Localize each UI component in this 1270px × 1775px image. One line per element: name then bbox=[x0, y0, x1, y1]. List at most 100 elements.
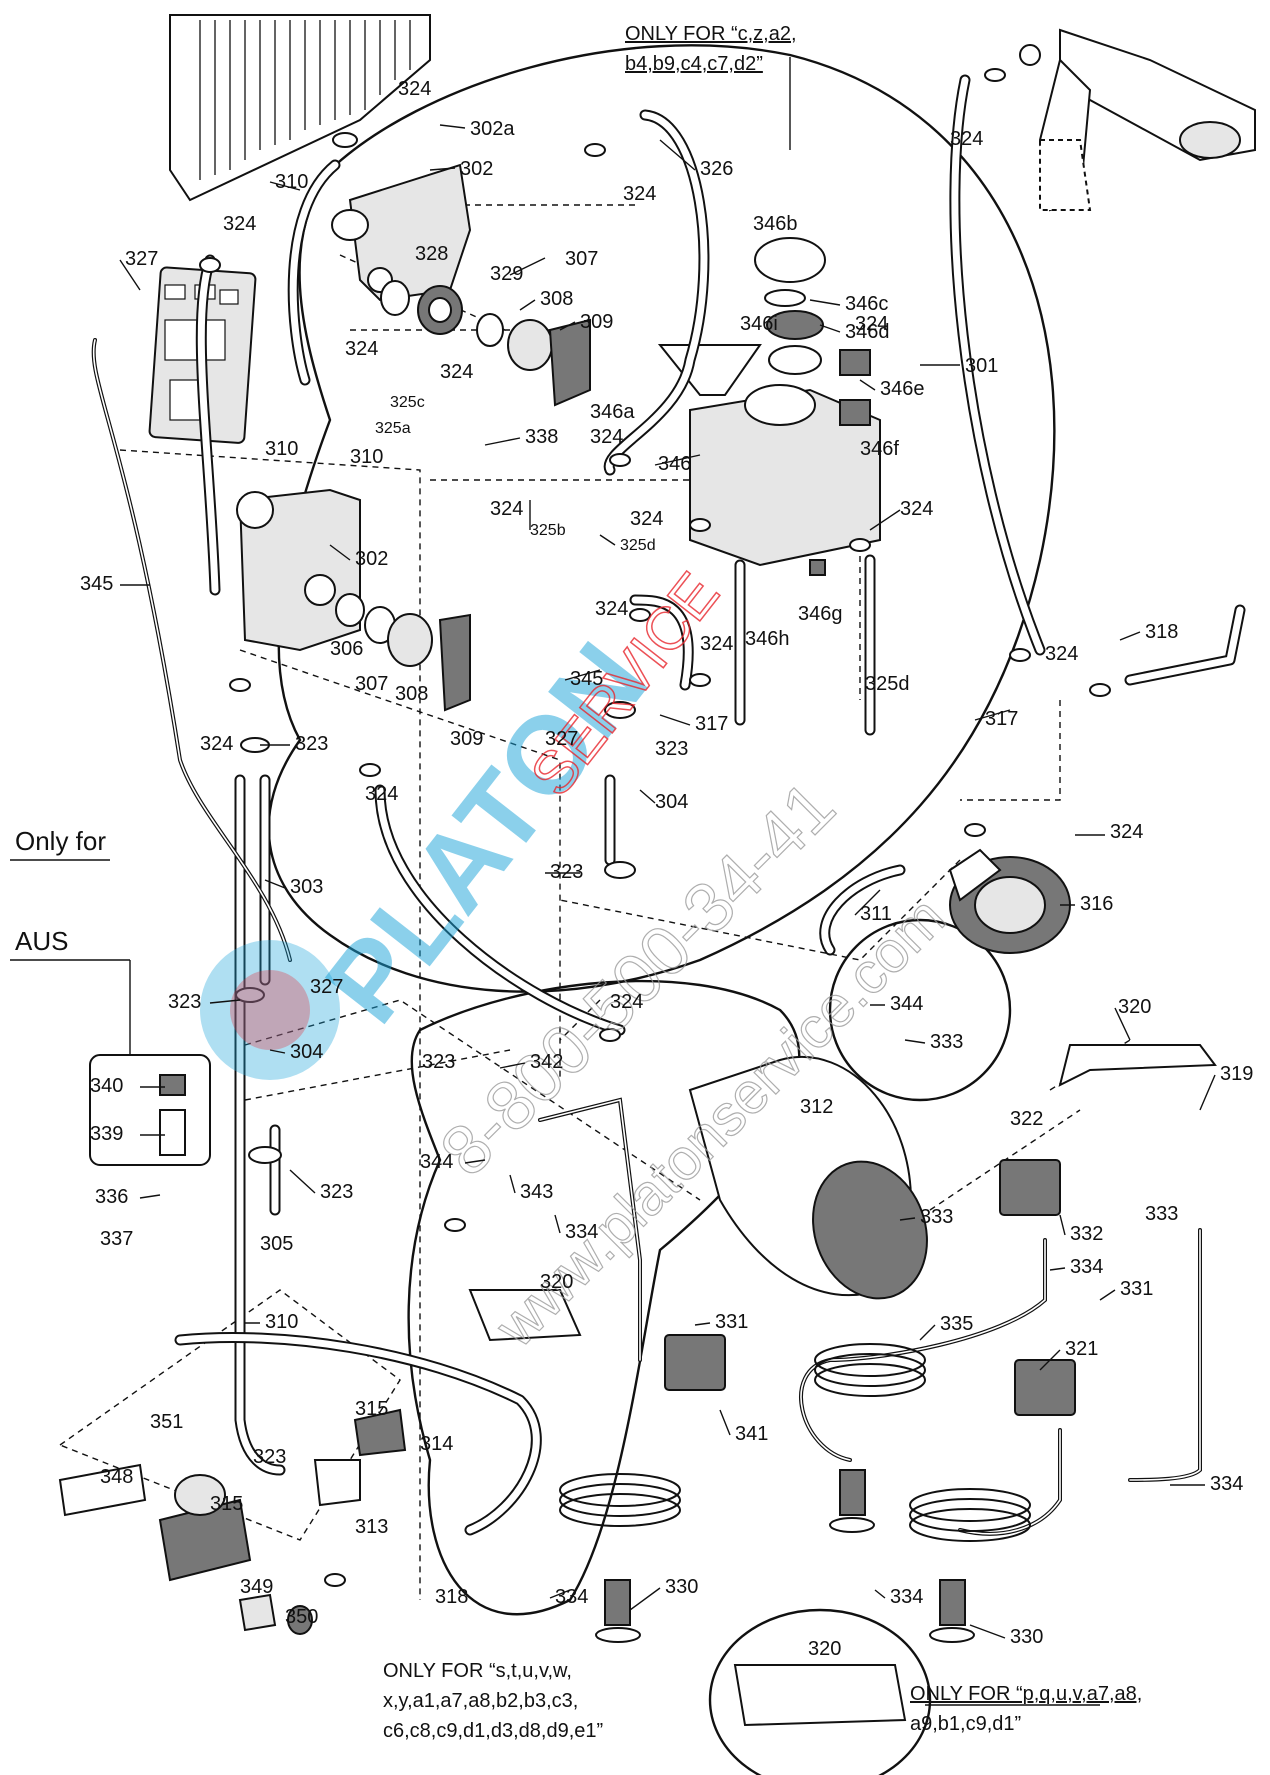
callout-346f: 346f bbox=[860, 438, 899, 460]
callout-324: 324 bbox=[440, 361, 473, 383]
seals-and-caps bbox=[335, 280, 591, 712]
callout-346b: 346b bbox=[753, 213, 798, 235]
callout-324: 324 bbox=[1045, 643, 1078, 665]
callout-302: 302 bbox=[460, 158, 493, 180]
callout-341: 341 bbox=[735, 1423, 768, 1445]
heater-cylinder-312 bbox=[688, 1055, 928, 1300]
svg-text:ONLY FOR “s,t,u,v,w,: ONLY FOR “s,t,u,v,w, bbox=[383, 1660, 572, 1682]
callout-323: 323 bbox=[168, 991, 201, 1013]
callout-333: 333 bbox=[1145, 1203, 1178, 1225]
callout-324: 324 bbox=[1110, 821, 1143, 843]
callout-333: 333 bbox=[920, 1206, 953, 1228]
callout-310: 310 bbox=[265, 1311, 298, 1333]
callout-323: 323 bbox=[655, 738, 688, 760]
callout-325c: 325c bbox=[390, 394, 425, 411]
callout-325d: 325d bbox=[865, 673, 910, 695]
callout-323: 323 bbox=[295, 733, 328, 755]
callout-326: 326 bbox=[700, 158, 733, 180]
callout-324: 324 bbox=[200, 733, 233, 755]
callout-334: 334 bbox=[1210, 1473, 1243, 1495]
callout-324: 324 bbox=[345, 338, 378, 360]
svg-text:ONLY FOR “p,q,u,v,a7,a8,: ONLY FOR “p,q,u,v,a7,a8, bbox=[910, 1683, 1142, 1705]
callout-306: 306 bbox=[330, 638, 363, 660]
callout-307: 307 bbox=[355, 673, 388, 695]
callout-346g: 346g bbox=[798, 603, 843, 625]
callout-330: 330 bbox=[1010, 1626, 1043, 1648]
callout-312: 312 bbox=[800, 1096, 833, 1118]
callout-346c: 346c bbox=[845, 293, 888, 315]
callout-325b: 325b bbox=[530, 522, 566, 539]
callout-336: 336 bbox=[95, 1186, 128, 1208]
hose-clamps bbox=[199, 68, 1111, 1587]
watermark-globe bbox=[200, 940, 340, 1080]
zone-outline-bottom-left bbox=[407, 979, 801, 1616]
callout-334: 334 bbox=[890, 1586, 923, 1608]
callout-324: 324 bbox=[630, 508, 663, 530]
svg-text:a9,b1,c9,d1”: a9,b1,c9,d1” bbox=[910, 1713, 1021, 1735]
callout-319: 319 bbox=[1220, 1063, 1253, 1085]
callout-329: 329 bbox=[490, 263, 523, 285]
callout-318: 318 bbox=[1145, 621, 1178, 643]
callout-303: 303 bbox=[290, 876, 323, 898]
callout-304: 304 bbox=[290, 1041, 323, 1063]
callout-349: 349 bbox=[240, 1576, 273, 1598]
callout-324: 324 bbox=[950, 128, 983, 150]
callout-301: 301 bbox=[965, 355, 998, 377]
callout-324: 324 bbox=[855, 313, 888, 335]
zone-note-bottom-right: ONLY FOR “p,q,u,v,a7,a8, a9,b1,c9,d1” bbox=[910, 1683, 1142, 1735]
zone-note-bottom-left: ONLY FOR “s,t,u,v,w, x,y,a1,a7,a8,b2,b3,… bbox=[383, 1660, 603, 1742]
callout-315: 315 bbox=[355, 1398, 388, 1420]
callout-344: 344 bbox=[890, 993, 923, 1015]
drain-pump-316 bbox=[948, 848, 1071, 954]
salt-container-346 bbox=[657, 237, 881, 576]
callout-340: 340 bbox=[90, 1075, 123, 1097]
zone-detail-circle-bracket bbox=[708, 1608, 932, 1775]
callout-346e: 346e bbox=[880, 378, 925, 400]
svg-text:AUS: AUS bbox=[15, 926, 68, 956]
sensor-coils bbox=[559, 1343, 1031, 1542]
callout-320: 320 bbox=[1118, 996, 1151, 1018]
callout-346i: 346i bbox=[740, 313, 778, 335]
callout-322: 322 bbox=[1010, 1108, 1043, 1130]
callout-311: 311 bbox=[860, 903, 892, 925]
callout-327: 327 bbox=[545, 728, 578, 750]
callout-310: 310 bbox=[350, 446, 383, 468]
callout-330: 330 bbox=[665, 1576, 698, 1598]
callout-350: 350 bbox=[285, 1606, 318, 1628]
callout-324: 324 bbox=[623, 183, 656, 205]
callout-346h: 346h bbox=[745, 628, 790, 650]
callout-307: 307 bbox=[565, 248, 598, 270]
svg-text:Only for: Only for bbox=[15, 826, 106, 856]
callout-314: 314 bbox=[420, 1433, 453, 1455]
callout-302a: 302a bbox=[470, 118, 515, 140]
callout-328: 328 bbox=[415, 243, 448, 265]
callout-335: 335 bbox=[940, 1313, 973, 1335]
callout-324: 324 bbox=[595, 598, 628, 620]
callout-324: 324 bbox=[610, 991, 643, 1013]
callout-346d: 346d bbox=[845, 321, 890, 343]
callout-324: 324 bbox=[700, 633, 733, 655]
float-sensors bbox=[595, 1469, 975, 1643]
callout-348: 348 bbox=[100, 1466, 133, 1488]
callout-310: 310 bbox=[275, 171, 308, 193]
callout-324: 324 bbox=[590, 426, 623, 448]
callout-344: 344 bbox=[420, 1151, 453, 1173]
callout-308: 308 bbox=[395, 683, 428, 705]
callout-321: 321 bbox=[1065, 1338, 1098, 1360]
callout-331: 331 bbox=[715, 1311, 748, 1333]
thin-tubes bbox=[91, 338, 1202, 1536]
callout-334: 334 bbox=[565, 1221, 598, 1243]
svg-text:ONLY FOR “c,z,a2,: ONLY FOR “c,z,a2, bbox=[625, 23, 797, 45]
callout-331: 331 bbox=[1120, 1278, 1153, 1300]
callout-317: 317 bbox=[985, 708, 1018, 730]
callout-309: 309 bbox=[450, 728, 483, 750]
callout-346a: 346a bbox=[590, 401, 635, 423]
callout-334: 334 bbox=[555, 1586, 588, 1608]
callout-317: 317 bbox=[695, 713, 728, 735]
callout-labels: 324 302a 302 310 324 327 328 329 307 308… bbox=[80, 78, 1253, 1660]
callout-310: 310 bbox=[265, 438, 298, 460]
callout-323: 323 bbox=[422, 1051, 455, 1073]
callout-302: 302 bbox=[355, 548, 388, 570]
condenser-heat-exchanger bbox=[169, 14, 431, 202]
